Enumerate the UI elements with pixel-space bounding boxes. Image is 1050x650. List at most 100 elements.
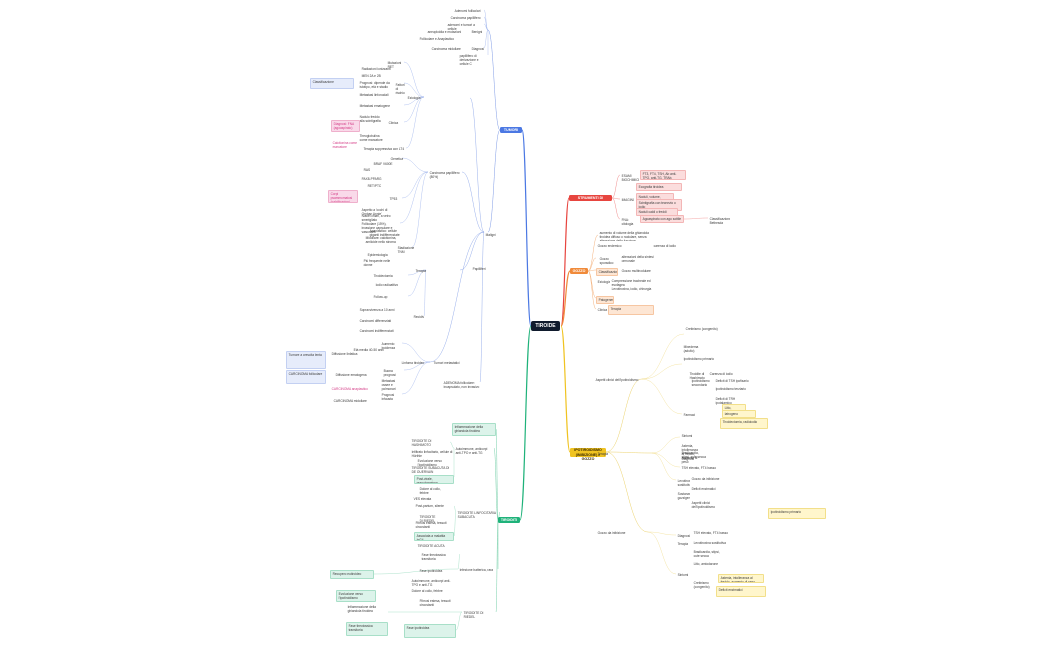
node-mutazioni-ret[interactable]: Mutazioni RET	[387, 60, 402, 69]
node-ipo-primario[interactable]: Ipotiroidismo primario	[683, 356, 715, 361]
node-follicolare-anaplastico[interactable]: Follicolare e Anaplastico	[419, 36, 454, 41]
node-bethesda[interactable]: Classificazione Bethesda	[709, 216, 730, 225]
node-follicolare-15[interactable]: Follicolare (15%), invasione capsulare e…	[361, 221, 393, 234]
node-sopravvivenza[interactable]: Sopravvivenza a 10 anni	[359, 307, 395, 312]
node-ipo-extra-1[interactable]: Aspetti clinici dell'ipotiroidismo	[691, 500, 716, 509]
node-farmaci-2[interactable]: Litio, amiodarone	[693, 561, 719, 566]
node-recupero[interactable]: Recupero eutiroideo	[330, 570, 374, 579]
node-ecografia[interactable]: Ecografia tiroidea	[636, 183, 682, 191]
node-tiroidite-hashimoto[interactable]: TIROIDITE DI HASHIMOTO	[411, 438, 432, 447]
node-midollare[interactable]: Midollare: calcitonina, amiloide nello s…	[365, 235, 397, 244]
node-carenza-iodio-ipo[interactable]: Carenza di iodio	[709, 371, 733, 376]
node-eziologia[interactable]: Eziologia	[407, 95, 421, 100]
node-tiroiditi-extra-2[interactable]: Evoluzione verso l'ipotiroidismo	[336, 590, 376, 602]
node-genetica[interactable]: Genetica	[390, 156, 403, 161]
node-papilliferi[interactable]: Papilliferi	[472, 266, 486, 271]
node-metastasi-linfonodali[interactable]: Metastasi linfonodali	[359, 92, 389, 97]
node-clinica-gozzo[interactable]: Clinica	[597, 307, 608, 312]
branch-gozzo[interactable]: GOZZO	[570, 268, 588, 274]
node-tiroiditi-extra-6[interactable]: Infiammazione della ghiandola tiroidea	[347, 604, 376, 613]
node-tiroidectomia-radioiodio[interactable]: Tiroidectomia, radioiodio	[720, 418, 768, 429]
node-terapia-gozzo[interactable]: Terapia	[608, 305, 654, 315]
node-carenza-iodio[interactable]: carenza di iodio	[653, 243, 676, 248]
node-nuclei-chiari[interactable]: Nuclei chiari, a vetro smerigliato	[361, 213, 391, 222]
node-tiroidite-riedel[interactable]: TIROIDITE DI RIEDEL	[419, 514, 436, 523]
node-tiroidite-acuta[interactable]: TIROIDITE ACUTA	[417, 543, 445, 548]
node-adenoma-follicolare[interactable]: ADENOMA follicolare: incapsulato, non in…	[443, 380, 480, 389]
node-adenomi-tumori-cellule[interactable]: adenomi e tumori a cellule	[447, 22, 475, 31]
node-ipo-note-2[interactable]: Astenia, intolleranza al freddo, aumento…	[718, 574, 764, 583]
node-terapia-2[interactable]: Terapia	[677, 541, 689, 546]
node-post-partum[interactable]: Post-partum, silente	[415, 503, 444, 508]
node-corpi-psammomatosi[interactable]: Corpi psammomatosi (calcificazioni conce…	[328, 190, 358, 203]
node-prognosi[interactable]: Prognosi: dipende da istotipo, età e sta…	[359, 80, 390, 89]
node-fna[interactable]: Diagnosi: FNA (agoaspirato)	[331, 120, 360, 132]
node-post-virale[interactable]: Post-virale, granulomatosa	[414, 475, 454, 484]
node-ret-ptc[interactable]: RET/PTC	[367, 183, 382, 188]
node-diagnosi[interactable]: Diagnosi	[471, 46, 484, 51]
node-gozzo-inibizione[interactable]: Gozzo da inibizione	[691, 476, 720, 481]
node-carcinomi-indifferenziati[interactable]: Carcinomi indifferenziati	[359, 328, 394, 333]
node-anaplastico[interactable]: Anaplastico: cellule giganti indifferenz…	[369, 228, 400, 237]
node-adenomi-follicolari[interactable]: Adenomi follicolari	[454, 8, 481, 13]
node-levotiroxina-2[interactable]: Levotiroxina sostitutiva	[693, 540, 726, 545]
node-ipo-terziario[interactable]: Ipotiroidismo terziario	[715, 386, 746, 391]
node-aumento-incidenza[interactable]: Aumento incidenza	[381, 341, 396, 350]
node-ft3-ft4-tsh[interactable]: FT3, FT4, TSH, Ab anti-TPO, anti-TG, TRA…	[640, 170, 686, 180]
node-fattori-rischio[interactable]: Fattori di rischio	[395, 82, 405, 95]
node-diffusione-ematogena[interactable]: Diffusione ematogena	[335, 372, 367, 377]
node-metastasi-ematogene[interactable]: Metastasi ematogene	[359, 103, 391, 108]
node-papillifero-derivazione[interactable]: papillifero di derivazione e cellule C	[459, 53, 479, 66]
node-esami-biochimici[interactable]: ESAMI BIOCHIMICI	[621, 173, 640, 182]
node-tiroiditi-extra-1[interactable]: Autoimmune, anticorpi anti-TPO e anti-TG	[411, 578, 451, 587]
node-braf[interactable]: BRAF V600E	[373, 161, 393, 166]
node-ipo-note-3[interactable]: Deficit enzimatici	[716, 586, 766, 597]
node-fase-tireotossica[interactable]: Fase tireotossica transitoria	[421, 552, 446, 561]
branch-ipotiroidismo[interactable]: IPOTIROIDISMO (INIBIZIONE) e GOZZO	[570, 448, 606, 461]
node-gozzo-sporadico[interactable]: Gozzo sporadico	[599, 256, 614, 265]
node-levotiroxina-sostitutiva[interactable]: Levotiroxina sostitutiva	[677, 478, 690, 487]
node-pax8[interactable]: PAX8-PPARG	[361, 176, 382, 181]
node-aspetti-clinici[interactable]: Aspetti clinici dell'ipotiroidismo	[595, 377, 639, 382]
node-tp53[interactable]: TP53	[389, 196, 398, 201]
node-carcinoma-anaplastico[interactable]: CARCINOMA anaplastico	[331, 386, 368, 391]
node-infiltrato[interactable]: Infiltrato linfocitario, cellule di Hürt…	[411, 449, 453, 457]
node-autoimmune[interactable]: Autoimmune, anticorpi anti-TPO e anti-TG	[455, 446, 488, 455]
node-ipo-secondario[interactable]: Ipotiroidismo secondario	[691, 378, 710, 387]
node-sintomi-2[interactable]: Bradicardia, stipsi, cute secca	[693, 549, 720, 558]
node-recidive[interactable]: Recidive	[413, 314, 424, 319]
node-carcinoma-midollare-2[interactable]: CARCINOMA midollare	[333, 398, 367, 403]
node-calcitonina[interactable]: Calcitonina come marcatore	[332, 140, 358, 149]
node-hashimoto[interactable]: Tiroidite di Hashimoto	[689, 371, 705, 380]
node-aneuploidia[interactable]: aneuploidia e mutazioni	[427, 29, 462, 34]
node-piu-frequente-donne[interactable]: Più frequente nelle donne	[363, 258, 391, 267]
node-tiroidite-linfocitaria[interactable]: TIROIDITE LINFOCITARIA SUBACUTA	[457, 510, 496, 519]
node-sostanze-gozzigene[interactable]: Sostanze gozzigene	[677, 491, 690, 500]
node-classificazione[interactable]: Classificazione	[310, 78, 354, 89]
node-clinica-2[interactable]: Sintomi	[677, 572, 689, 577]
node-infiammazione[interactable]: Infiammazione della ghiandola tiroidea	[452, 423, 496, 436]
node-mixedema[interactable]: Mixedema (adulto)	[683, 344, 699, 353]
node-iatrogeno[interactable]: Iatrogeno	[722, 410, 756, 418]
node-epidemiologia[interactable]: Epidemiologia	[367, 252, 388, 257]
node-metastasi-ossee[interactable]: Metastasi ossee e polmonari	[381, 378, 396, 391]
node-stadiazione[interactable]: Stadiazione TNM	[397, 245, 414, 254]
node-diagnosi-ipo[interactable]: Diagnosi	[681, 456, 694, 461]
node-tiroiditi-extra-4[interactable]: TIROIDITE DI RIEDEL	[463, 610, 484, 619]
node-radiazioni[interactable]: Radiazioni ionizzanti	[361, 66, 391, 71]
node-gozzo-definizione[interactable]: aumento di volume della ghiandola tiroid…	[599, 230, 649, 241]
node-deficit-tsh[interactable]: Deficit di TSH ipofisario	[715, 378, 749, 383]
node-sintomi[interactable]: Sintomi	[681, 433, 693, 438]
node-gozzo-multinodulare[interactable]: Gozzo multinodulare	[621, 268, 651, 273]
node-occhi-orphan[interactable]: Aspetto a 'occhi di Orphan Annie'	[361, 207, 388, 216]
node-tsh-elevato[interactable]: TSH elevato, FT4 basso	[681, 465, 716, 470]
node-tiroiditi-extra-7[interactable]: Fase tireotossica transitoria	[346, 622, 388, 636]
node-benigni[interactable]: Benigni	[471, 29, 483, 34]
node-nodulo-freddo[interactable]: Nodulo freddo alla scintigrafia	[359, 114, 381, 123]
node-astenia[interactable]: Astenia, intolleranza al freddo, aumento…	[681, 443, 698, 464]
node-tiroidectomia[interactable]: Tiroidectomia	[373, 273, 393, 278]
node-ipo-sottobranch[interactable]: Gozzo da inibizione	[597, 530, 626, 535]
node-clinica[interactable]: Clinica	[388, 120, 399, 125]
node-crescita-lenta[interactable]: Tumore a crescita lenta	[286, 351, 326, 369]
node-ipo-note[interactable]: Ipotiroidismo primario	[768, 508, 826, 519]
